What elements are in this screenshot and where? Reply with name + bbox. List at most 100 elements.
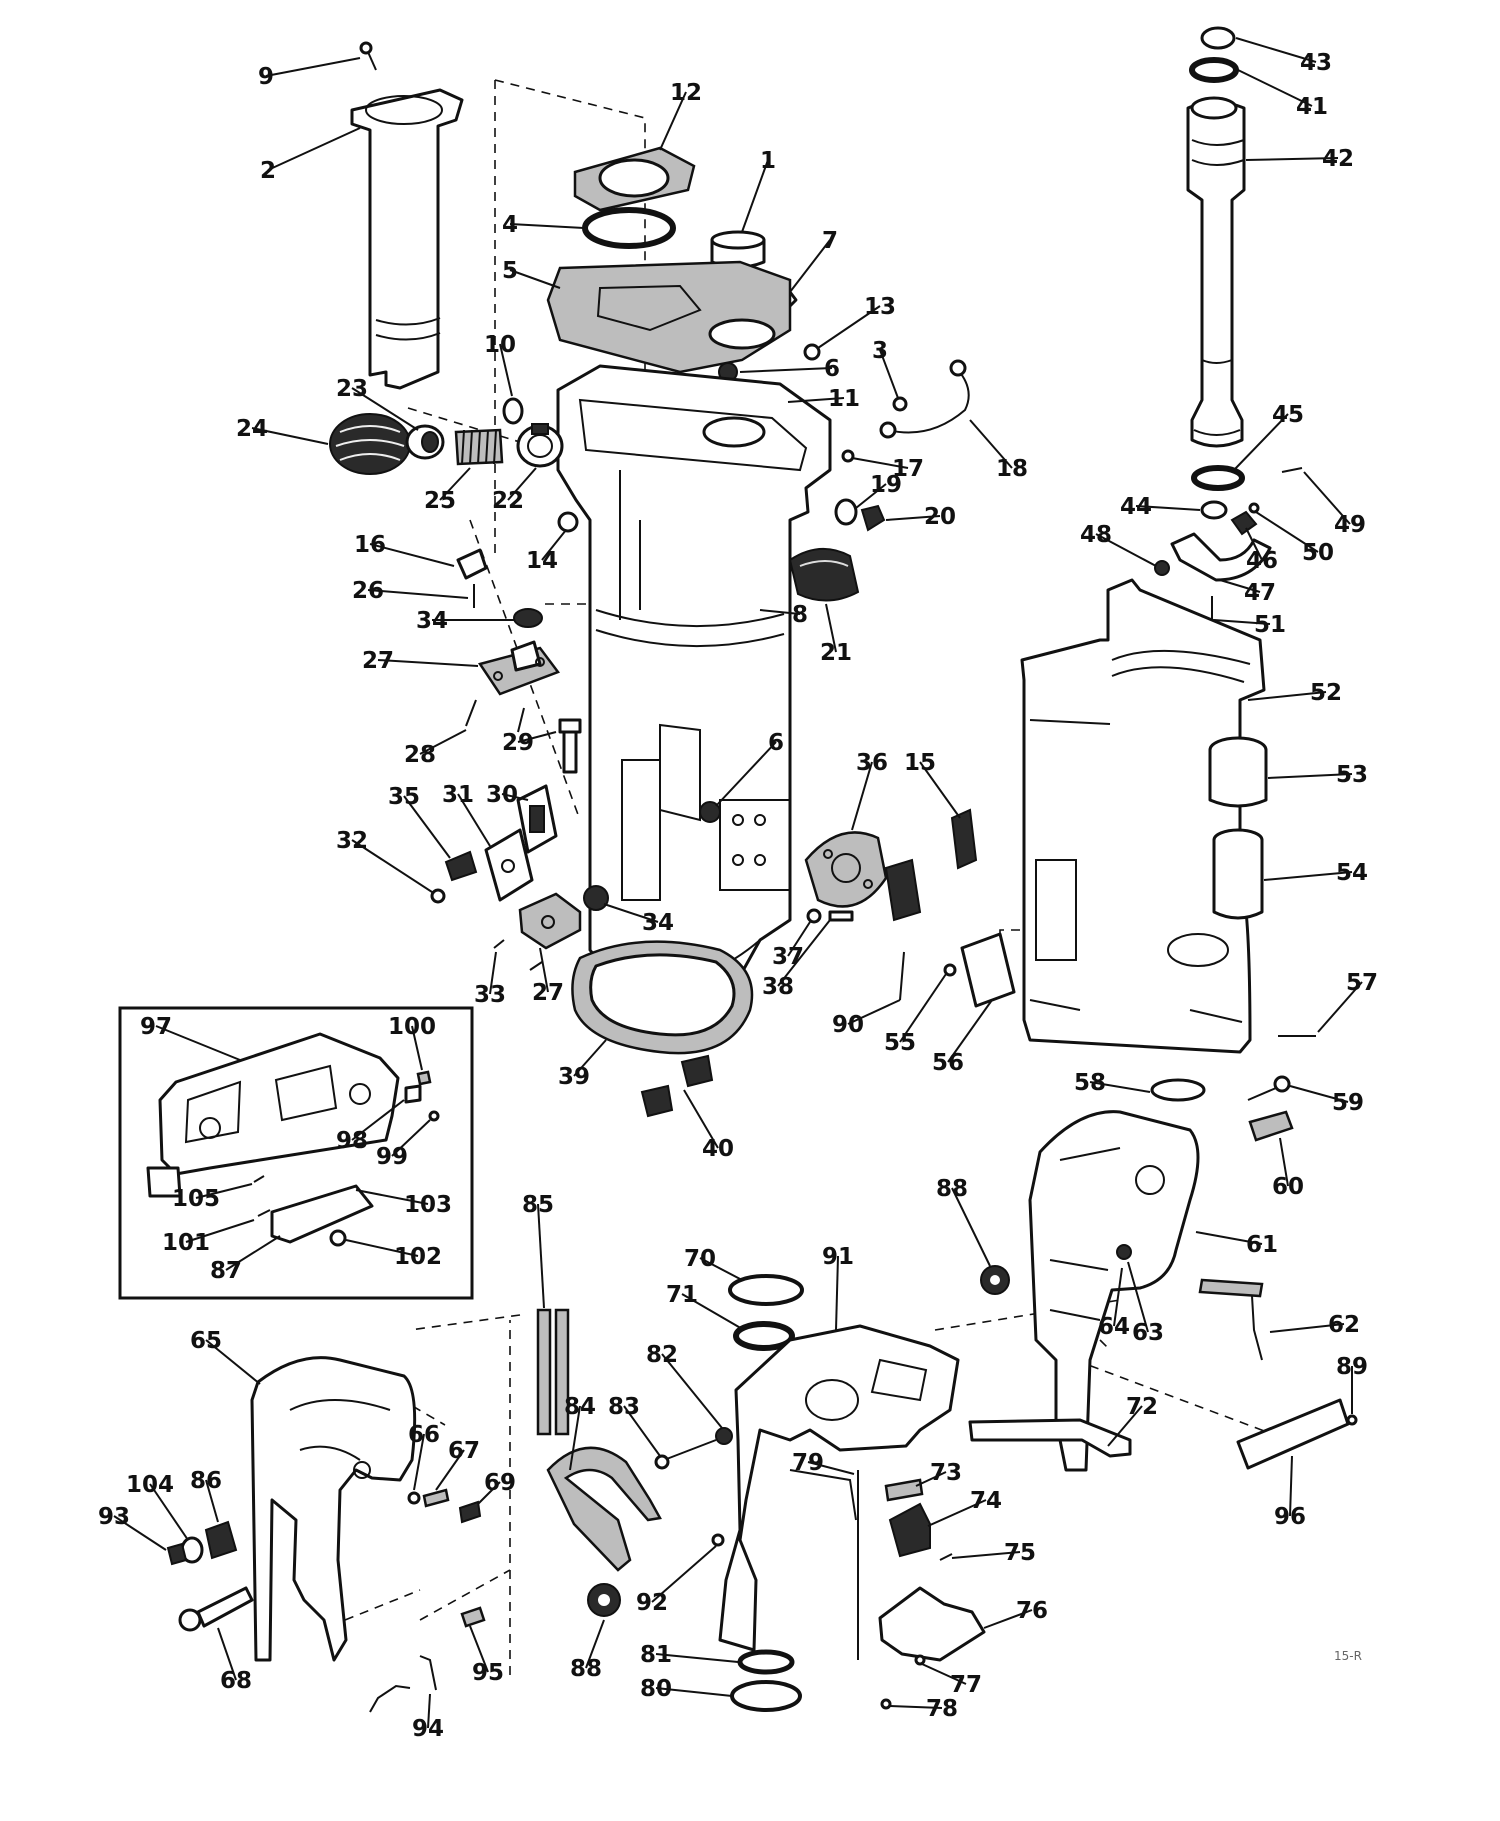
leader-line-p86 xyxy=(205,1479,219,1523)
leader-line-p1 xyxy=(741,159,769,233)
leader-line-p43 xyxy=(1235,37,1317,63)
callout-p66: 66 xyxy=(408,1422,440,1448)
callout-p57: 57 xyxy=(1346,970,1378,996)
leader-line-p39 xyxy=(573,1039,607,1077)
leader-line-p35 xyxy=(403,795,451,859)
plate-part-60 xyxy=(1248,1110,1294,1142)
callout-p1: 1 xyxy=(760,148,776,174)
spring-part-25 xyxy=(454,428,504,466)
leader-line-p21 xyxy=(825,603,837,653)
callout-p30: 30 xyxy=(486,782,518,808)
leader-line-p27a xyxy=(377,659,479,667)
callout-p92: 92 xyxy=(636,1590,668,1616)
leader-line-p19 xyxy=(855,483,887,509)
leader-line-p2 xyxy=(267,127,361,171)
callout-p74: 74 xyxy=(970,1488,1002,1514)
leader-line-p87 xyxy=(225,1235,281,1271)
callout-p54: 54 xyxy=(1336,860,1368,886)
leader-line-p24 xyxy=(251,427,329,445)
plug-part-6-side xyxy=(699,801,721,823)
callout-p15: 15 xyxy=(904,750,936,776)
leader-line-p90 xyxy=(847,999,901,1025)
washer-part-37 xyxy=(806,908,822,924)
callout-p63: 63 xyxy=(1132,1320,1164,1346)
leader-line-p58 xyxy=(1089,1081,1151,1093)
callout-p59: 59 xyxy=(1332,1090,1364,1116)
leader-line-p67 xyxy=(435,1449,465,1491)
exhaust-housing-part-8 xyxy=(556,364,832,992)
leader-line-p95 xyxy=(469,1625,489,1673)
leader-line-p15 xyxy=(919,761,961,819)
leader-line-p27b xyxy=(539,947,549,993)
spring-part-95 xyxy=(460,1606,486,1628)
callout-p82: 82 xyxy=(646,1342,678,1368)
callout-p39: 39 xyxy=(558,1064,590,1090)
swivel-housing-part-91 xyxy=(718,1324,960,1652)
leader-line-p94 xyxy=(427,1693,431,1729)
callout-p67: 67 xyxy=(448,1438,480,1464)
screw-part-38 xyxy=(828,910,854,922)
leader-line-p61 xyxy=(1195,1231,1263,1245)
callout-p72: 72 xyxy=(1126,1394,1158,1420)
leader-line-p33 xyxy=(489,951,497,995)
leader-line-p69 xyxy=(477,1481,501,1505)
leader-line-p98 xyxy=(351,1099,405,1141)
bolt-part-29 xyxy=(558,718,582,774)
leader-line-p71 xyxy=(681,1293,745,1331)
seal-part-81 xyxy=(737,1649,795,1675)
callout-p103: 103 xyxy=(404,1192,452,1218)
leader-line-p82 xyxy=(661,1353,723,1429)
leader-line-p88a xyxy=(585,1619,605,1669)
callout-p76: 76 xyxy=(1016,1598,1048,1624)
pin-part-66 xyxy=(407,1491,421,1505)
pin-part-75 xyxy=(939,1553,953,1561)
washer-part-13 xyxy=(803,343,821,361)
tilt-lever-part-76 xyxy=(878,1586,986,1662)
strap-part-84 xyxy=(546,1446,662,1572)
callout-p42: 42 xyxy=(1322,146,1354,172)
leader-line-p66 xyxy=(413,1433,425,1491)
water-pump-cover-part-27-lower xyxy=(518,892,582,950)
leader-line-p60 xyxy=(1279,1137,1289,1187)
leader-line-p62 xyxy=(1269,1323,1345,1333)
leader-line-p57 xyxy=(1317,981,1363,1033)
callout-p60: 60 xyxy=(1272,1174,1304,1200)
callout-p78: 78 xyxy=(926,1696,958,1722)
leader-line-p44 xyxy=(1135,505,1201,511)
water-pump-cover-part-27-upper xyxy=(477,640,560,696)
callout-p47: 47 xyxy=(1244,580,1276,606)
leader-line-p23 xyxy=(351,387,419,431)
callout-p34a: 34 xyxy=(416,608,448,634)
leader-line-p103 xyxy=(355,1189,429,1205)
callout-p34b: 34 xyxy=(642,910,674,936)
callout-p100: 100 xyxy=(388,1014,436,1040)
callout-p2: 2 xyxy=(260,158,276,184)
leader-line-p70 xyxy=(699,1257,743,1281)
callout-p45: 45 xyxy=(1272,402,1304,428)
callout-p91: 91 xyxy=(822,1244,854,1270)
callout-p8: 8 xyxy=(792,602,808,628)
callout-p55: 55 xyxy=(884,1030,916,1056)
springs-part-85 xyxy=(536,1308,570,1436)
leader-line-p10 xyxy=(499,343,513,397)
callout-p69: 69 xyxy=(484,1470,516,1496)
leader-line-p38 xyxy=(777,919,831,987)
callout-p28: 28 xyxy=(404,742,436,768)
callout-p16: 16 xyxy=(354,532,386,558)
callout-p80: 80 xyxy=(640,1676,672,1702)
callout-p90: 90 xyxy=(832,1012,864,1038)
leader-line-p34b xyxy=(603,903,659,923)
leader-line-p56 xyxy=(947,999,993,1063)
washer-part-50 xyxy=(1248,502,1260,514)
leader-line-p29 xyxy=(517,731,557,743)
impeller-housing-part-36 xyxy=(804,831,888,908)
clamp-part-47 xyxy=(1170,532,1272,582)
callout-p38: 38 xyxy=(762,974,794,1000)
callout-p71: 71 xyxy=(666,1282,698,1308)
callout-p73: 73 xyxy=(930,1460,962,1486)
screws-part-28 xyxy=(465,699,525,733)
callout-p6a: 6 xyxy=(824,356,840,382)
callout-p99: 99 xyxy=(376,1144,408,1170)
pin-part-77 xyxy=(914,1654,926,1666)
